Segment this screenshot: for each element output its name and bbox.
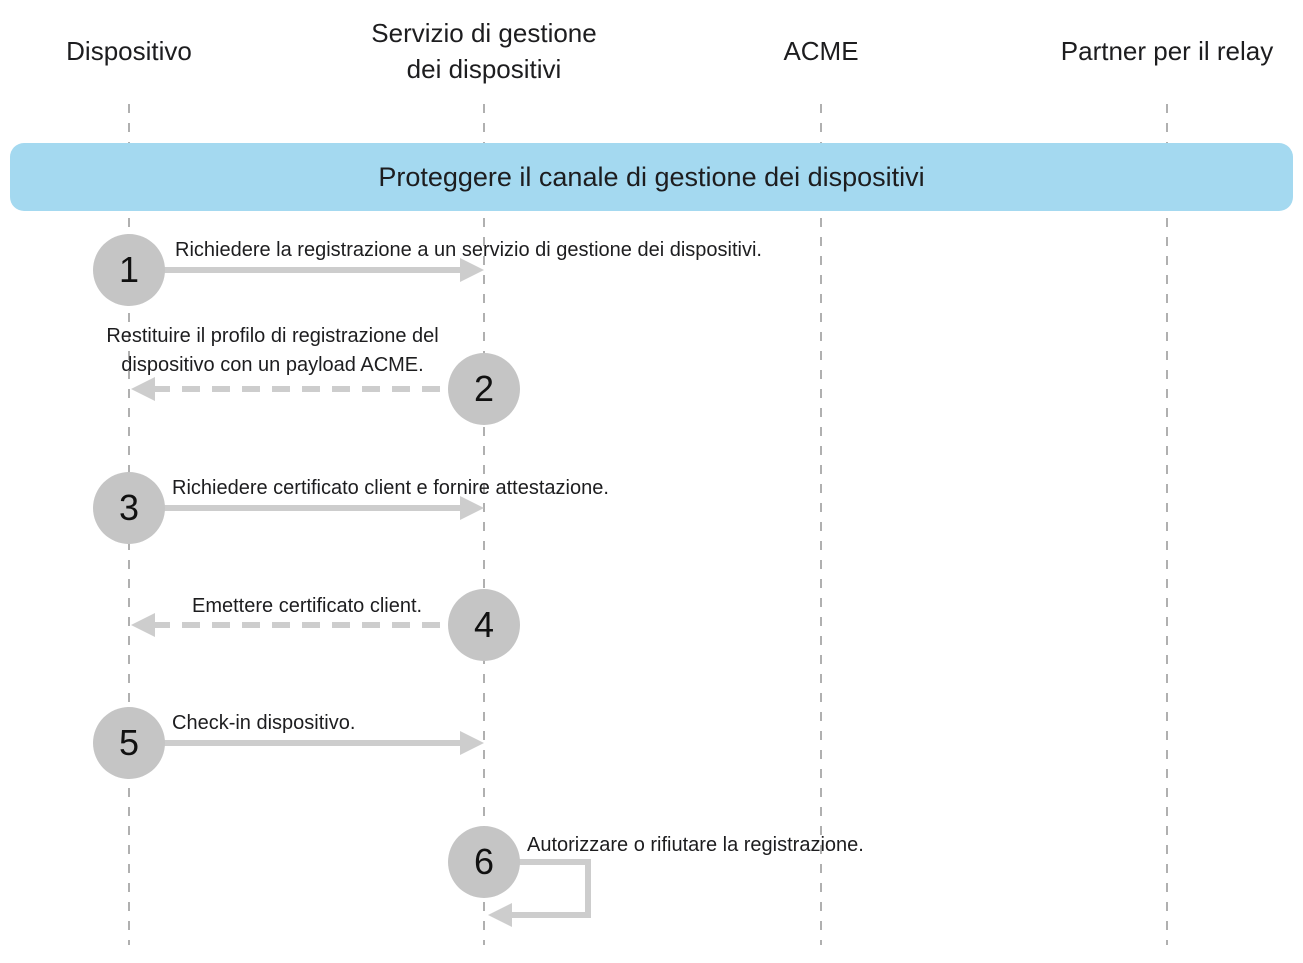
step-2-label-line2: dispositivo con un payload ACME. bbox=[121, 354, 424, 376]
step-number: 4 bbox=[473, 604, 495, 645]
step-6-self-loop-arrow bbox=[505, 859, 591, 918]
step-1-label: Richiedere la registrazione a un servizi… bbox=[175, 239, 762, 261]
step-2-label-line1: Restituire il profilo di registrazione d… bbox=[106, 325, 439, 347]
actor-label: Servizio di gestione dei dispositivi bbox=[371, 18, 597, 84]
actor-partner-relay: Partner per il relay bbox=[1007, 0, 1303, 102]
lifeline-servizio-gestione bbox=[483, 104, 485, 945]
phase-banner: Proteggere il canale di gestione dei dis… bbox=[10, 143, 1293, 211]
step-2-label: Restituire il profilo di registrazione d… bbox=[75, 322, 470, 380]
step-number: 1 bbox=[118, 249, 140, 290]
arrow-right-head-icon bbox=[460, 496, 484, 520]
step-number: 2 bbox=[473, 368, 495, 409]
actor-acme: ACME bbox=[661, 0, 981, 102]
arrow-left-head-icon bbox=[131, 377, 155, 401]
step-3-arrow bbox=[160, 505, 460, 511]
step-2-arrow bbox=[152, 386, 448, 392]
lifeline-partner-relay bbox=[1166, 104, 1168, 945]
lifeline-acme bbox=[820, 104, 822, 945]
step-4-label: Emettere certificato client. bbox=[192, 595, 423, 617]
step-6-badge: 6 bbox=[448, 826, 520, 898]
step-5-arrow bbox=[160, 740, 460, 746]
actor-servizio-gestione: Servizio di gestione dei dispositivi bbox=[324, 0, 644, 102]
actor-label: ACME bbox=[783, 36, 859, 66]
step-number: 5 bbox=[118, 722, 140, 763]
arrow-left-head-icon bbox=[131, 613, 155, 637]
step-3-label: Richiedere certificato client e fornire … bbox=[172, 477, 609, 499]
arrow-right-head-icon bbox=[460, 731, 484, 755]
arrow-left-head-icon bbox=[488, 903, 512, 927]
step-2-badge: 2 bbox=[448, 353, 520, 425]
step-1-badge: 1 bbox=[93, 234, 165, 306]
step-6-label: Autorizzare o rifiutare la registrazione… bbox=[527, 834, 864, 856]
step-1-arrow bbox=[160, 267, 460, 273]
step-number: 3 bbox=[118, 487, 140, 528]
step-3-badge: 3 bbox=[93, 472, 165, 544]
step-5-badge: 5 bbox=[93, 707, 165, 779]
arrow-right-head-icon bbox=[460, 258, 484, 282]
step-4-arrow bbox=[152, 622, 448, 628]
actor-label: Partner per il relay bbox=[1060, 36, 1274, 66]
step-number: 6 bbox=[473, 841, 495, 882]
step-5-label: Check-in dispositivo. bbox=[172, 712, 356, 734]
actor-dispositivo: Dispositivo bbox=[0, 0, 289, 102]
actor-label: Dispositivo bbox=[66, 36, 192, 66]
phase-banner-label: Proteggere il canale di gestione dei dis… bbox=[378, 161, 925, 192]
step-4-badge: 4 bbox=[448, 589, 520, 661]
